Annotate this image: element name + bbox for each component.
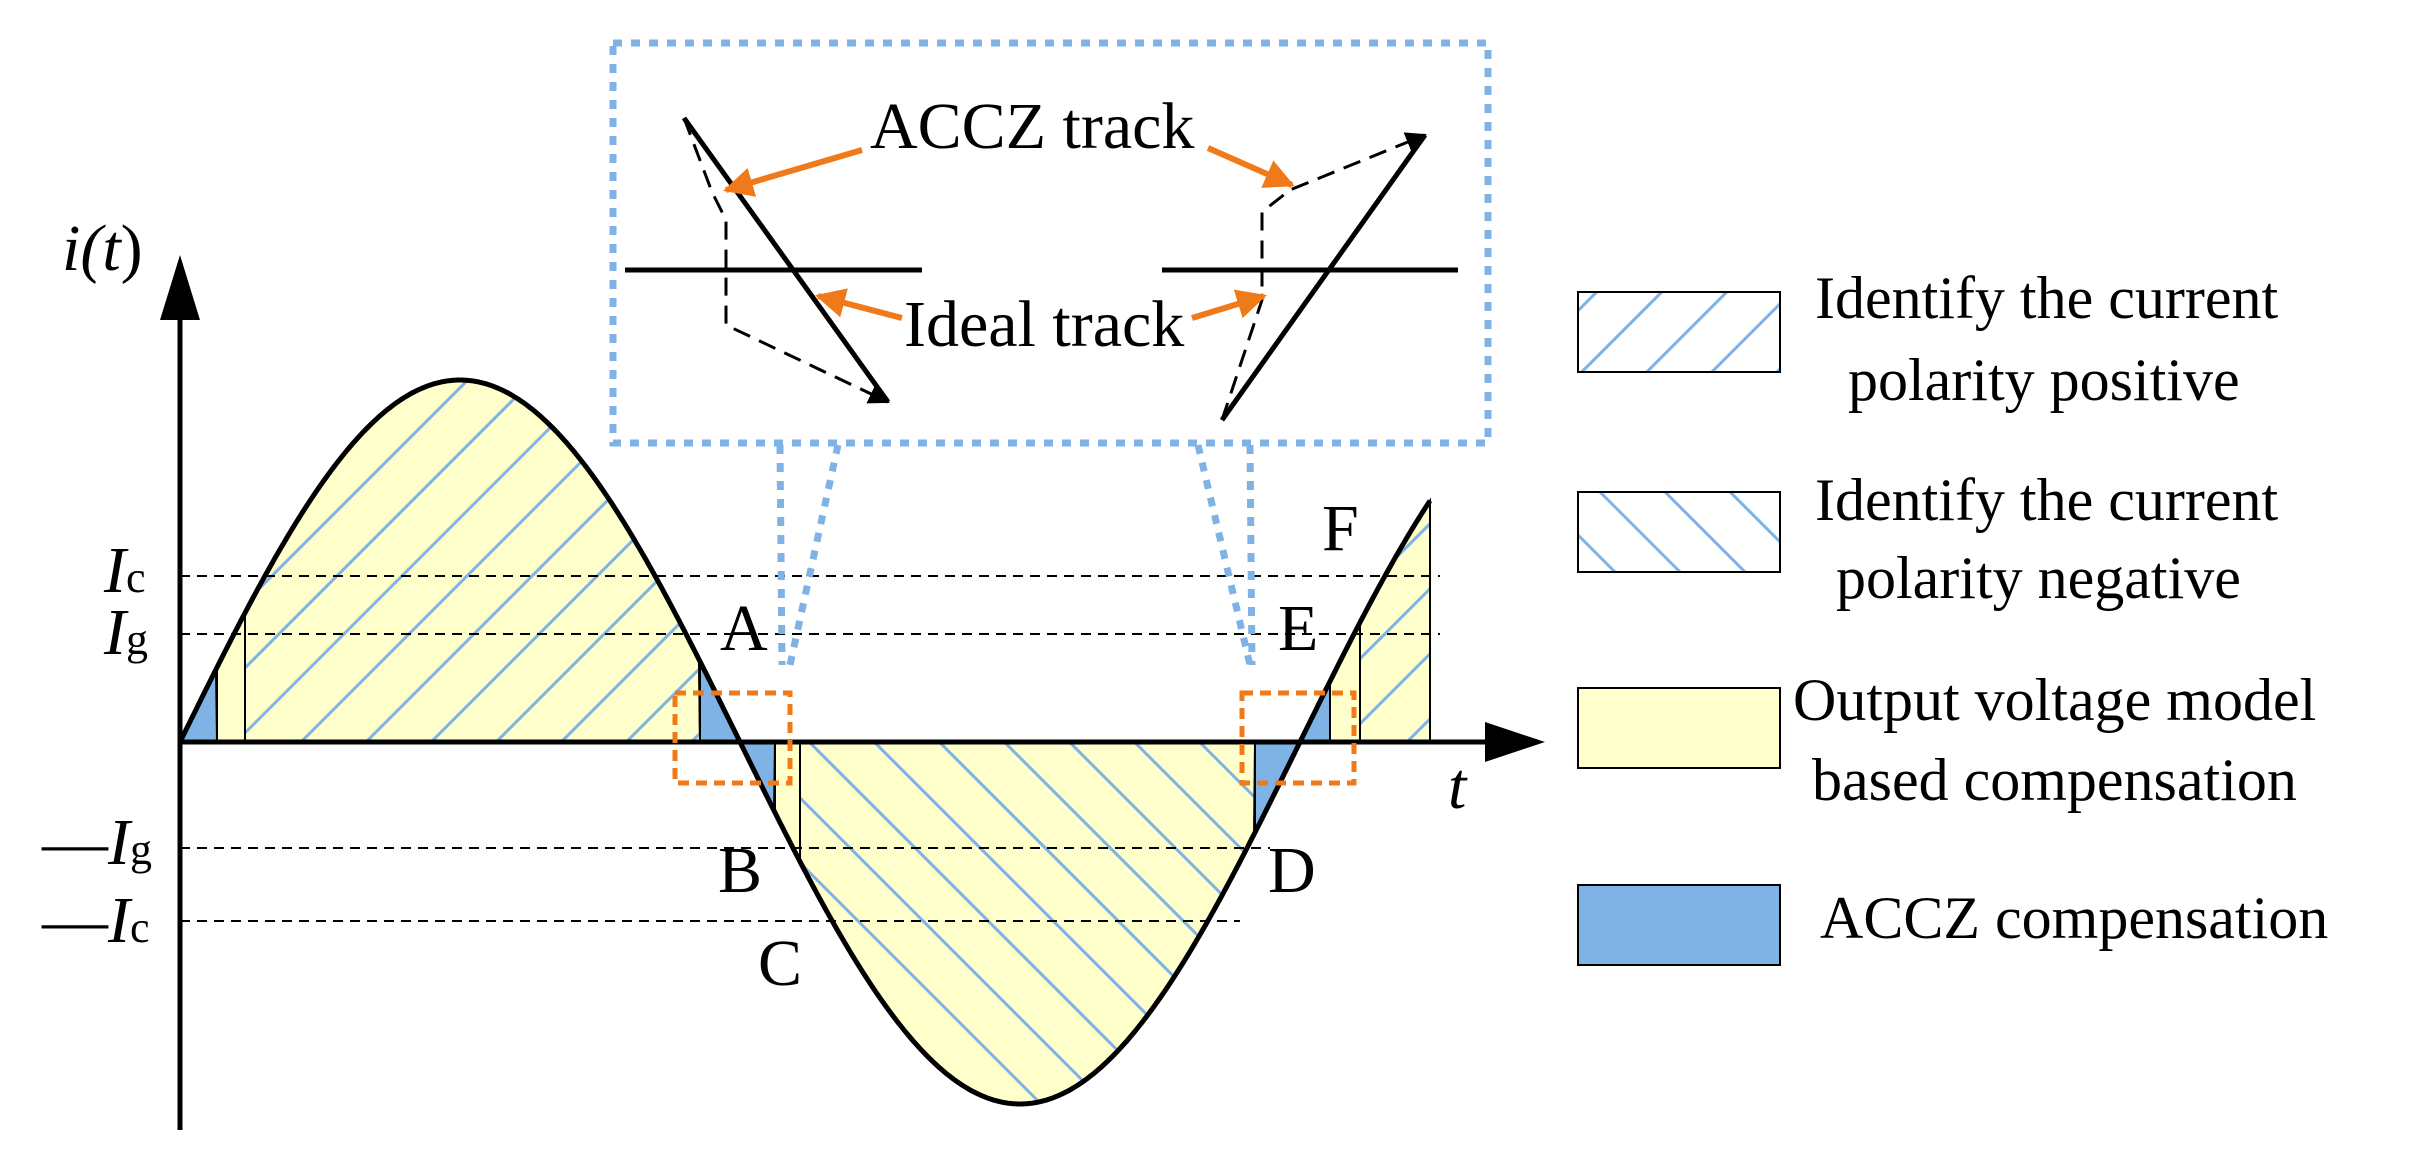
legend-item-accz: ACCZ compensation: [1577, 884, 2328, 966]
inset-right-ideal-track: [1219, 133, 1428, 422]
hatch-negative-region: [799, 741, 1257, 1105]
y-axis-arrow-icon: [160, 255, 200, 320]
legend-label-voltage-model-1: Output voltage model: [1793, 667, 2316, 733]
legend-item-negative: Identify the current polarity negative: [1577, 467, 2278, 611]
inset-connector-left-2: [786, 444, 842, 666]
level-label-ic: Ic: [103, 534, 146, 607]
point-label-c: C: [758, 927, 802, 1000]
inset-left-ideal-track: [681, 116, 891, 404]
accz-arrow-right: [1206, 145, 1295, 188]
legend: Identify the current polarity positive I…: [1577, 265, 2328, 966]
legend-label-negative-1: Identify the current: [1815, 467, 2278, 533]
inset-connector-right-1: [1194, 444, 1254, 666]
legend-label-positive-1: Identify the current: [1815, 265, 2278, 331]
ideal-track-label: Ideal track: [904, 288, 1184, 361]
legend-item-voltage-model: Output voltage model based compensation: [1577, 667, 2316, 813]
segment-dividers: [216, 500, 1431, 862]
inset-connector-left-1: [776, 444, 786, 666]
accz-track-label: ACCZ track: [870, 90, 1194, 163]
current-waveform: [177, 377, 1433, 1107]
zoom-box-left: [672, 690, 793, 786]
inset-right-accz-track: [1220, 132, 1427, 421]
axes: [160, 255, 1545, 1130]
legend-swatch-positive: [1577, 291, 1781, 373]
inset-callout: [609, 39, 1492, 666]
legend-swatch-negative: [1577, 491, 1781, 573]
legend-label-negative-2: polarity negative: [1836, 545, 2241, 611]
hatch-rise-region: [1359, 497, 1431, 743]
legend-swatch-voltage-model: [1577, 687, 1781, 769]
point-label-d: D: [1268, 834, 1316, 907]
legend-label-accz: ACCZ compensation: [1820, 885, 2328, 951]
level-label-ig: Ig: [103, 596, 148, 669]
inset-connector-right-2: [1246, 444, 1256, 666]
hatch-positive-region: [244, 379, 702, 743]
legend-swatch-accz: [1577, 884, 1781, 966]
y-axis-label: i(t): [62, 212, 143, 285]
accz-arrow-left: [723, 147, 863, 197]
point-label-f: F: [1322, 492, 1359, 565]
inset-contents: ACCZ track Ideal track: [625, 90, 1458, 422]
point-label-e: E: [1278, 592, 1318, 665]
zoom-box-right: [1239, 690, 1357, 786]
point-label-b: B: [718, 834, 762, 907]
ideal-arrow-left: [815, 288, 903, 321]
legend-label-voltage-model-2: based compensation: [1812, 747, 2297, 813]
legend-item-positive: Identify the current polarity positive: [1577, 265, 2278, 413]
x-axis-arrow-icon: [1485, 722, 1545, 762]
x-axis-label: t: [1448, 750, 1468, 823]
ideal-arrow-right: [1191, 289, 1267, 321]
inset-frame: [609, 39, 1492, 447]
level-label-neg-ig: —Ig: [41, 806, 152, 879]
point-label-a: A: [720, 592, 768, 665]
level-label-neg-ic: —Ic: [41, 884, 150, 957]
legend-label-positive-2: polarity positive: [1848, 347, 2240, 413]
waveform-fills: [178, 379, 1431, 1105]
